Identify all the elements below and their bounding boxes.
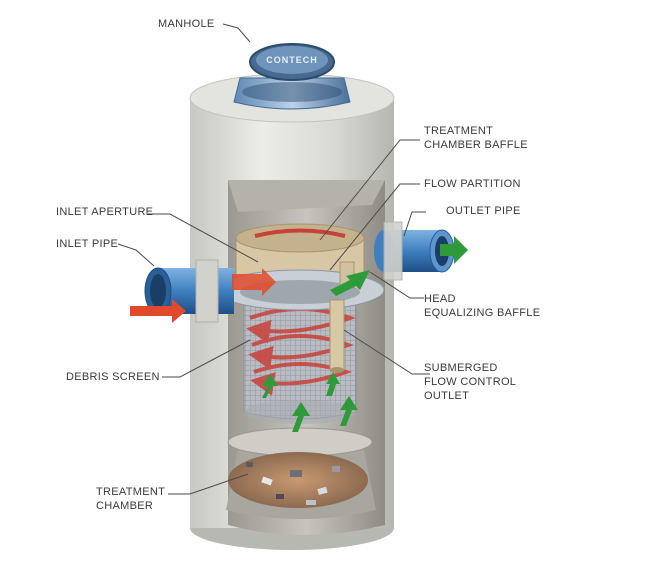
label-treatment-chamber-baffle: TREATMENT CHAMBER BAFFLE (424, 125, 528, 151)
manhole: CONTECH (233, 43, 351, 110)
label-flow-partition: FLOW PARTITION (424, 178, 521, 190)
sediment-bed (228, 452, 368, 508)
label-submerged-flow-control-outlet: SUBMERGED FLOW CONTROL OUTLET (424, 362, 517, 402)
label-manhole: MANHOLE (158, 18, 215, 30)
label-inlet-aperture: INLET APERTURE (56, 206, 154, 218)
submerged-flow-control-outlet (329, 299, 345, 373)
label-treatment-chamber: TREATMENT CHAMBER (96, 486, 166, 512)
label-inlet-pipe: INLET PIPE (56, 238, 119, 250)
leader-lines (117, 23, 430, 495)
inlet-pipe (130, 259, 276, 323)
outlet-pipe (374, 221, 468, 281)
manhole-logo: CONTECH (266, 55, 318, 65)
outflow-arrows (262, 270, 370, 432)
label-debris-screen: DEBRIS SCREEN (66, 371, 160, 383)
label-outlet-pipe: OUTLET PIPE (446, 205, 521, 217)
label-head-equalizing-baffle: HEAD EQUALIZING BAFFLE (424, 293, 541, 319)
swirl-flow (246, 307, 356, 396)
